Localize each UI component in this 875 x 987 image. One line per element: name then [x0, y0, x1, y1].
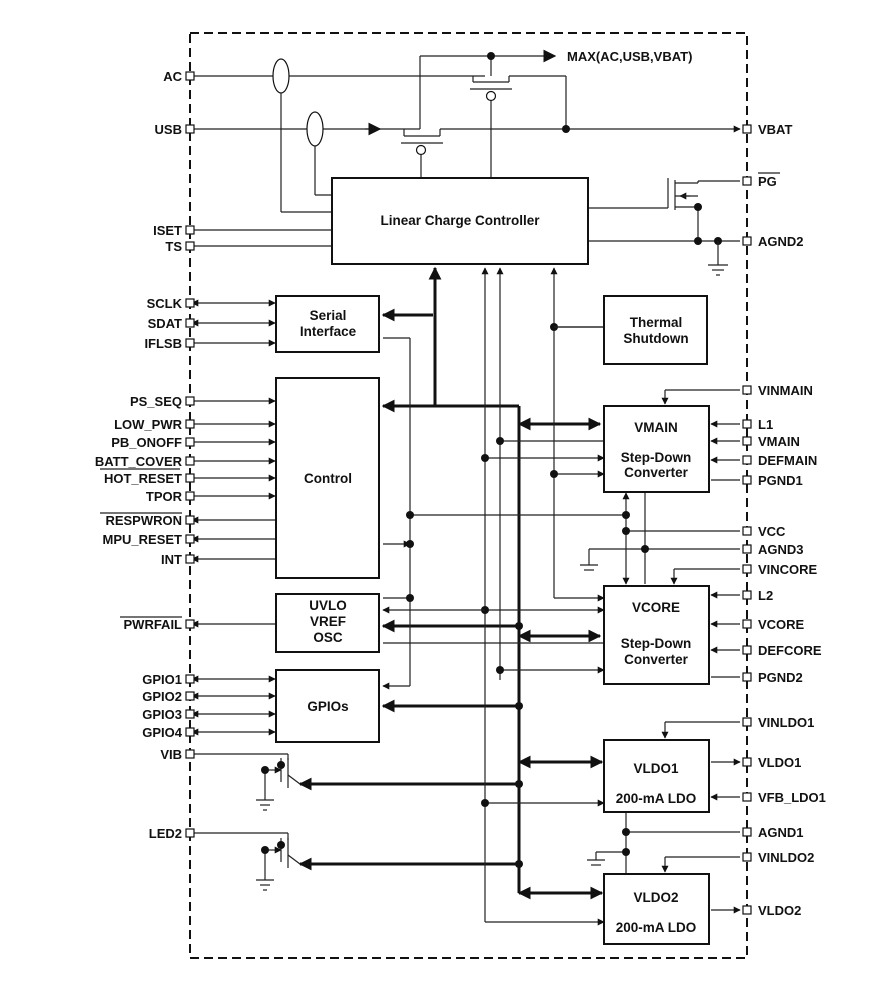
uvlo-vref-osc-block [275, 593, 380, 653]
pin-ac: AC [163, 69, 182, 84]
osc-label: OSC [313, 630, 343, 645]
pin-agnd2: AGND2 [758, 234, 804, 249]
thermal-shutdown-label-2: Shutdown [623, 331, 688, 346]
vcore-label-3: Converter [624, 652, 689, 667]
pin-batt-cover: BATT_COVER [95, 454, 183, 469]
pin-gpio3: GPIO3 [142, 707, 182, 722]
gpios-label: GPIOs [307, 699, 348, 714]
pin-vcc: VCC [758, 524, 786, 539]
pin-vinldo2: VINLDO2 [758, 850, 814, 865]
vcore-label-2: Step-Down [621, 636, 692, 651]
signal-lines [190, 267, 741, 926]
pin-vcore: VCORE [758, 617, 805, 632]
pin-hot-reset: HOT_RESET [104, 471, 182, 486]
pin-l1: L1 [758, 417, 773, 432]
pin-vfb-ldo1: VFB_LDO1 [758, 790, 826, 805]
pin-led2: LED2 [149, 826, 182, 841]
pin-sdat: SDAT [148, 316, 182, 331]
pin-vinmain: VINMAIN [758, 383, 813, 398]
serial-interface-label-2: Interface [300, 324, 357, 339]
serial-interface-block [275, 295, 380, 353]
pin-defcore: DEFCORE [758, 643, 822, 658]
pin-int: INT [161, 552, 182, 567]
pin-tpor: TPOR [146, 489, 183, 504]
vldo1-label-1: VLDO1 [633, 761, 679, 776]
pin-usb: USB [155, 122, 182, 137]
vcore-label-1: VCORE [632, 600, 680, 615]
pin-vmain: VMAIN [758, 434, 800, 449]
vmain-label-3: Converter [624, 465, 689, 480]
vldo2-label-2: 200-mA LDO [616, 920, 697, 935]
pin-defmain: DEFMAIN [758, 453, 817, 468]
serial-interface-label-1: Serial [310, 308, 347, 323]
pin-agnd3: AGND3 [758, 542, 804, 557]
vcore-converter-block [603, 585, 710, 685]
pin-pg: PG [758, 174, 777, 189]
right-pins: VBAT PG AGND2 VINMAIN L1 VMAIN DEFMAIN P… [742, 122, 826, 918]
vib-driver [190, 753, 301, 811]
pin-vinldo1: VINLDO1 [758, 715, 814, 730]
pin-sclk: SCLK [147, 296, 183, 311]
vmain-label-1: VMAIN [634, 420, 678, 435]
pin-low-pwr: LOW_PWR [114, 417, 182, 432]
pin-pgnd1: PGND1 [758, 473, 803, 488]
internal-bus [298, 266, 604, 900]
pin-iset: ISET [153, 223, 182, 238]
thermal-shutdown-label-1: Thermal [630, 315, 683, 330]
pin-pwrfail: PWRFAIL [124, 617, 183, 632]
linear-charge-controller-label: Linear Charge Controller [380, 213, 540, 228]
vldo1-block [603, 739, 710, 813]
led2-driver [190, 832, 301, 891]
vldo1-label-2: 200-mA LDO [616, 791, 697, 806]
vmain-label-2: Step-Down [621, 450, 692, 465]
vmain-converter-block [603, 405, 710, 493]
vldo2-label-1: VLDO2 [633, 890, 678, 905]
pin-ts: TS [165, 239, 182, 254]
uvlo-label: UVLO [309, 598, 347, 613]
gpios-block [275, 669, 380, 743]
pin-pgnd2: PGND2 [758, 670, 803, 685]
pin-pb-onoff: PB_ONOFF [111, 435, 182, 450]
pin-gpio1: GPIO1 [142, 672, 182, 687]
vldo2-block [603, 873, 710, 945]
pin-respwron: RESPWRON [105, 513, 182, 528]
pin-l2: L2 [758, 588, 773, 603]
pin-vbat: VBAT [758, 122, 792, 137]
control-label: Control [304, 471, 352, 486]
power-path [190, 49, 741, 276]
thermal-shutdown-block [603, 295, 708, 365]
pin-vldo2: VLDO2 [758, 903, 801, 918]
control-block [275, 377, 380, 579]
pin-vib: VIB [160, 747, 182, 762]
pin-iflsb: IFLSB [144, 336, 182, 351]
pin-vldo1: VLDO1 [758, 755, 801, 770]
max-label: MAX(AC,USB,VBAT) [567, 49, 692, 64]
pin-agnd1: AGND1 [758, 825, 804, 840]
pin-gpio4: GPIO4 [142, 725, 183, 740]
pin-mpu-reset: MPU_RESET [103, 532, 183, 547]
left-pins: AC USB ISET TS SCLK SDAT IFLSB PS_SEQ LO… [95, 69, 195, 841]
pin-ps-seq: PS_SEQ [130, 394, 182, 409]
pin-vincore: VINCORE [758, 562, 818, 577]
linear-charge-controller-block [331, 177, 589, 265]
vref-label: VREF [310, 614, 346, 629]
pin-gpio2: GPIO2 [142, 689, 182, 704]
